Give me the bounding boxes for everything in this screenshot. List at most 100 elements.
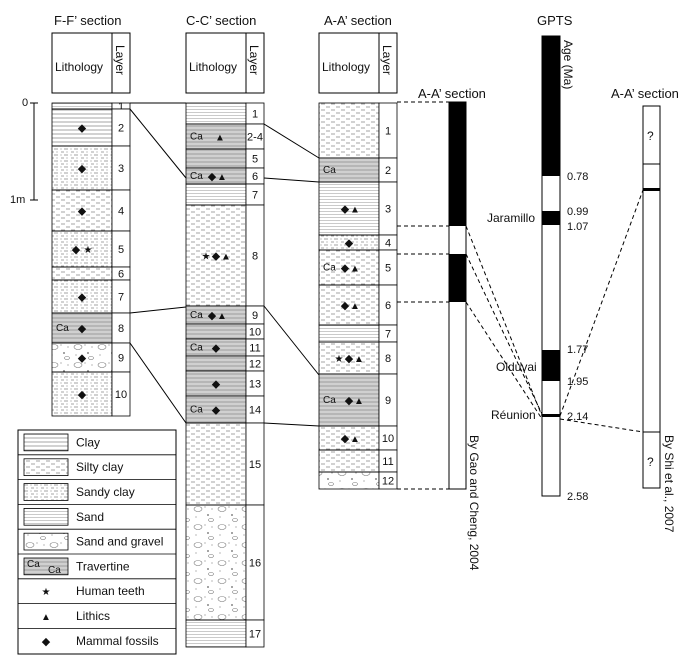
ff-layer-9-number: 9 (118, 353, 124, 365)
cc-layer-2-number: 2-4 (247, 132, 263, 144)
aa-layer-7-lithology (318, 324, 380, 343)
symbol-diamond: ◆ (78, 323, 87, 335)
cc-layers: 12-4Ca▲56Ca◆▲78★◆▲9Ca◆▲1011Ca◆1213◆14Ca◆… (185, 102, 265, 648)
legend-label-silty: Silty clay (76, 460, 123, 474)
gpts-age-3: 1.77 (567, 344, 588, 356)
aa-layer-11-number: 11 (382, 456, 393, 468)
symbol-triangle: ▲ (354, 354, 364, 365)
cc-layer-1-lithology (185, 102, 247, 125)
symbol-triangle: ▲ (215, 133, 225, 144)
cc-lithology-header: Lithology (189, 60, 237, 74)
symbol-diamond: ◆ (341, 263, 350, 275)
ff-layer-header: Layer (113, 45, 127, 75)
symbol-star: ★ (42, 587, 51, 598)
aa-layer-9-ca-label: Ca (323, 395, 336, 406)
legend-label-dia: Mammal fossils (76, 634, 159, 648)
aa-layer-10-number: 10 (382, 433, 394, 445)
symbol-triangle: ▲ (41, 612, 51, 623)
legend-swatch-sandyclay (23, 483, 69, 501)
cc-layer-4-number: 6 (252, 171, 258, 183)
gpts-age-2: 1.07 (567, 221, 588, 233)
symbol-triangle: ▲ (350, 205, 360, 216)
aa-layer-8-lithology (318, 341, 380, 375)
legend-label-sand: Sand (76, 510, 104, 524)
ff-layer-8-ca-label: Ca (56, 323, 69, 334)
symbol-diamond: ◆ (345, 238, 354, 250)
cc-layer-14-lithology (185, 504, 247, 621)
ff-layer-1-number: 1 (118, 101, 124, 113)
aa-layer-3-number: 3 (385, 204, 391, 216)
aa-layer-5-number: 5 (385, 263, 391, 275)
ff-layer-10-cell (111, 371, 131, 417)
cc-layer-12-ca-label: Ca (190, 405, 203, 416)
legend-swatch-trav (23, 557, 69, 576)
aa-section-title: A-A’ section (324, 13, 392, 28)
cc-layer-3-lithology (185, 148, 247, 169)
gpts-event-jaramillo: Jaramillo (487, 211, 535, 225)
aa-layer-9-number: 9 (385, 395, 391, 407)
aa-layer-12-cell (378, 471, 398, 490)
legend-swatch-clay (23, 433, 69, 452)
aa-column: Lithology Layer 12Ca3◆▲4◆5Ca◆▲6◆▲78★◆▲9C… (318, 32, 398, 490)
ff-layer-3-lithology (51, 145, 113, 191)
gao-cheng-normal-lower (449, 254, 466, 302)
aa-layer-2-number: 2 (385, 165, 391, 177)
cc-column: Lithology Layer 12-4Ca▲56Ca◆▲78★◆▲9Ca◆▲1… (185, 32, 265, 648)
gpts-age-0: 0.78 (567, 171, 588, 183)
gpts-age-6: 2.58 (567, 491, 588, 503)
symbol-star: ★ (335, 354, 344, 365)
aa-layer-5-lithology (318, 249, 380, 286)
gao-cheng-credit: By Gao and Cheng, 2004 (467, 435, 481, 571)
scale-zero-label: 0 (22, 97, 28, 109)
gao-cheng-normal-upper (449, 102, 466, 226)
cc-layer-9-number: 11 (249, 343, 260, 355)
aa-layer-7-number: 7 (385, 329, 391, 341)
cc-layer-5-lithology (185, 183, 247, 206)
cc-layer-10-lithology (185, 355, 247, 372)
ff-layer-4-number: 4 (118, 206, 124, 218)
ff-header-box (51, 32, 131, 94)
shi-title: A-A’ section (611, 86, 679, 101)
gao-cheng-column: A-A’ section By Gao and Cheng, 2004 (418, 86, 486, 571)
symbol-diamond: ◆ (208, 171, 217, 183)
symbol-diamond: ◆ (208, 310, 217, 322)
cc-layer-1-number: 1 (252, 109, 258, 121)
aa-layer-header: Layer (380, 45, 394, 75)
ff-layer-6-lithology (51, 266, 113, 281)
symbol-triangle: ▲ (354, 396, 364, 407)
symbol-star: ★ (84, 245, 93, 256)
shi-credit: By Shi et al., 2007 (662, 435, 676, 533)
cc-section-title: C-C’ section (186, 13, 256, 28)
cc-layer-13-number: 15 (249, 459, 261, 471)
legend-ca-label: Ca (27, 559, 40, 570)
symbol-diamond: ◆ (341, 300, 350, 312)
gpts-olduvai (542, 350, 560, 381)
gpts-reunion (542, 414, 560, 417)
cc-layer-5-number: 7 (252, 190, 258, 202)
symbol-triangle: ▲ (221, 252, 231, 263)
shi-column: A-A’ section ? ? By Shi et al., 2007 (611, 86, 679, 533)
legend-label-tri: Lithics (76, 609, 110, 623)
aa-layer-11-lithology (318, 449, 380, 473)
cc-layer-12-number: 14 (249, 405, 261, 417)
aa-layer-12-lithology (318, 471, 380, 490)
symbol-diamond: ◆ (78, 292, 87, 304)
cc-layer-header: Layer (247, 45, 261, 75)
ff-lithology-header: Lithology (55, 60, 103, 74)
gpts-event-reunion: Réunion (491, 408, 536, 422)
cc-layer-11-number: 13 (249, 379, 261, 391)
scale-bar: 0 1m (10, 97, 38, 206)
symbol-diamond: ◆ (212, 405, 221, 417)
ff-layer-1-lithology (51, 102, 113, 110)
cc-layer-10-number: 12 (249, 359, 261, 371)
gpts-title: GPTS (537, 13, 573, 28)
symbol-diamond: ◆ (212, 379, 221, 391)
symbol-diamond: ◆ (341, 204, 350, 216)
symbol-diamond: ◆ (78, 163, 87, 175)
cc-layer-11-lithology (185, 370, 247, 397)
symbol-diamond: ◆ (345, 353, 354, 365)
aa-layer-6-number: 6 (385, 300, 391, 312)
aa-layer-2-ca-label: Ca (323, 165, 336, 176)
ff-layer-10-lithology (51, 371, 113, 417)
